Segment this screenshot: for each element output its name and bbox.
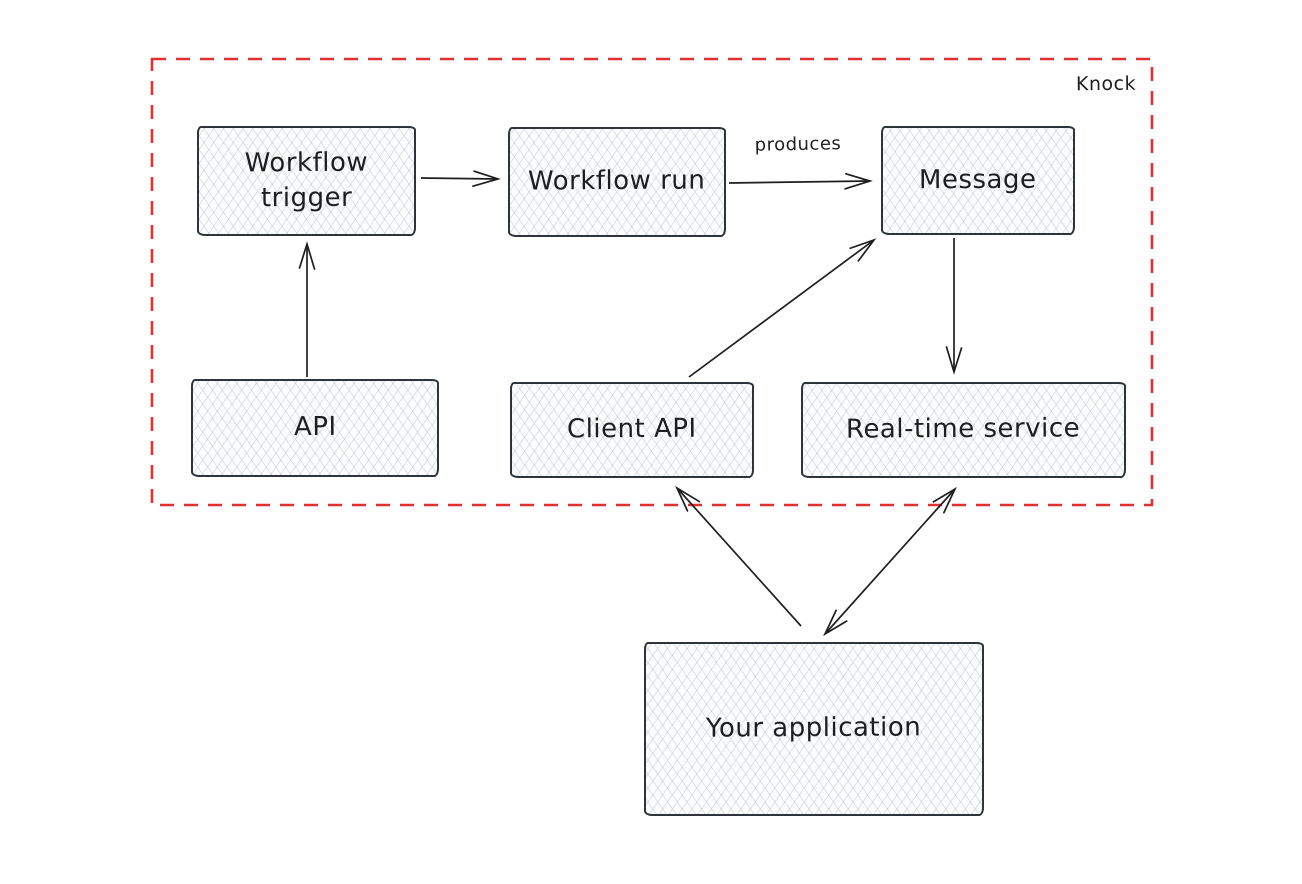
node-label: Workflow run — [528, 165, 706, 197]
node-label: Workflow trigger — [244, 147, 369, 214]
node-label: API — [293, 412, 337, 443]
node-workflow-run: Workflow run — [508, 127, 726, 237]
node-label: Message — [919, 164, 1037, 196]
edge-yourapp-to-clientapi — [675, 485, 802, 627]
node-workflow-trigger: Workflow trigger — [197, 126, 416, 236]
node-label: Client API — [567, 414, 697, 445]
node-label: Your application — [706, 712, 922, 745]
edge-run-to-message — [728, 172, 873, 190]
edge-yourapp-realtime-bidirectional — [823, 486, 957, 637]
boundary-label: Knock — [1075, 72, 1137, 96]
edge-clientapi-to-message — [688, 238, 877, 378]
node-label: Real-time service — [846, 413, 1081, 446]
node-real-time-service: Real-time service — [801, 382, 1126, 478]
node-message: Message — [881, 126, 1075, 235]
edge-trigger-to-run — [420, 170, 501, 188]
node-your-application: Your application — [644, 642, 984, 816]
edge-label-produces: produces — [754, 133, 842, 156]
node-client-api: Client API — [510, 382, 754, 478]
node-api: API — [191, 379, 439, 477]
